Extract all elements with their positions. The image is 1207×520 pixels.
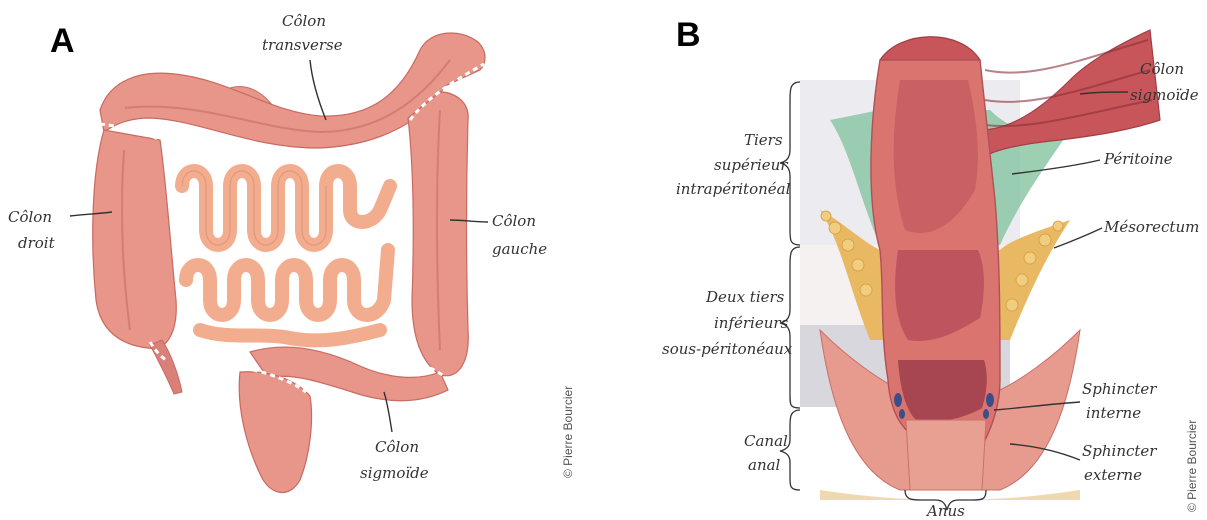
panel-a-letter: A [50, 22, 75, 60]
brace-anal-canal [780, 410, 800, 490]
label-canal-1: Canal [744, 432, 788, 450]
label-mesorectum: Mésorectum [1103, 218, 1199, 236]
label-colon-droit-2: droit [18, 234, 56, 252]
label-anus: Anus [925, 502, 965, 520]
credit-b: © Pierre Bourcier [1185, 420, 1199, 512]
label-colon-sigmoide-b-2: sigmoïde [1130, 86, 1199, 104]
leader-colon-transverse [310, 60, 326, 120]
label-deux-3: sous-péritonéaux [662, 340, 793, 358]
label-tiers-2: supérieur [714, 156, 788, 174]
perianal-skin [820, 490, 1080, 500]
label-colon-gauche-1: Côlon [492, 212, 536, 230]
label-canal-2: anal [748, 456, 781, 474]
credit-a: © Pierre Bourcier [561, 386, 575, 478]
panel-b: B [662, 16, 1199, 520]
label-colon-gauche-2: gauche [492, 240, 547, 258]
rectal-ampulla [898, 360, 987, 421]
anal-canal [906, 420, 986, 490]
label-tiers-1: Tiers [744, 131, 783, 149]
label-tiers-3: intrapéritonéal [676, 180, 791, 198]
small-intestine-illustration [182, 171, 390, 340]
label-colon-transverse-2: transverse [262, 36, 343, 54]
label-deux-1: Deux tiers [705, 288, 785, 306]
label-colon-transverse-1: Côlon [282, 12, 326, 30]
panel-a: A [8, 12, 575, 493]
label-sphincter-interne-1: Sphincter [1082, 380, 1157, 398]
label-peritoine: Péritoine [1103, 150, 1173, 168]
label-colon-sigmoide-a-1: Côlon [375, 438, 419, 456]
label-colon-sigmoide-b-1: Côlon [1140, 60, 1184, 78]
label-colon-sigmoide-a-2: sigmoïde [360, 464, 429, 482]
label-sphincter-interne-2: interne [1086, 404, 1141, 422]
panel-b-letter: B [676, 16, 701, 54]
label-colon-droit-1: Côlon [8, 208, 52, 226]
label-deux-2: inférieurs [714, 314, 789, 332]
label-sphincter-externe-2: externe [1084, 466, 1142, 484]
label-sphincter-externe-1: Sphincter [1082, 442, 1157, 460]
